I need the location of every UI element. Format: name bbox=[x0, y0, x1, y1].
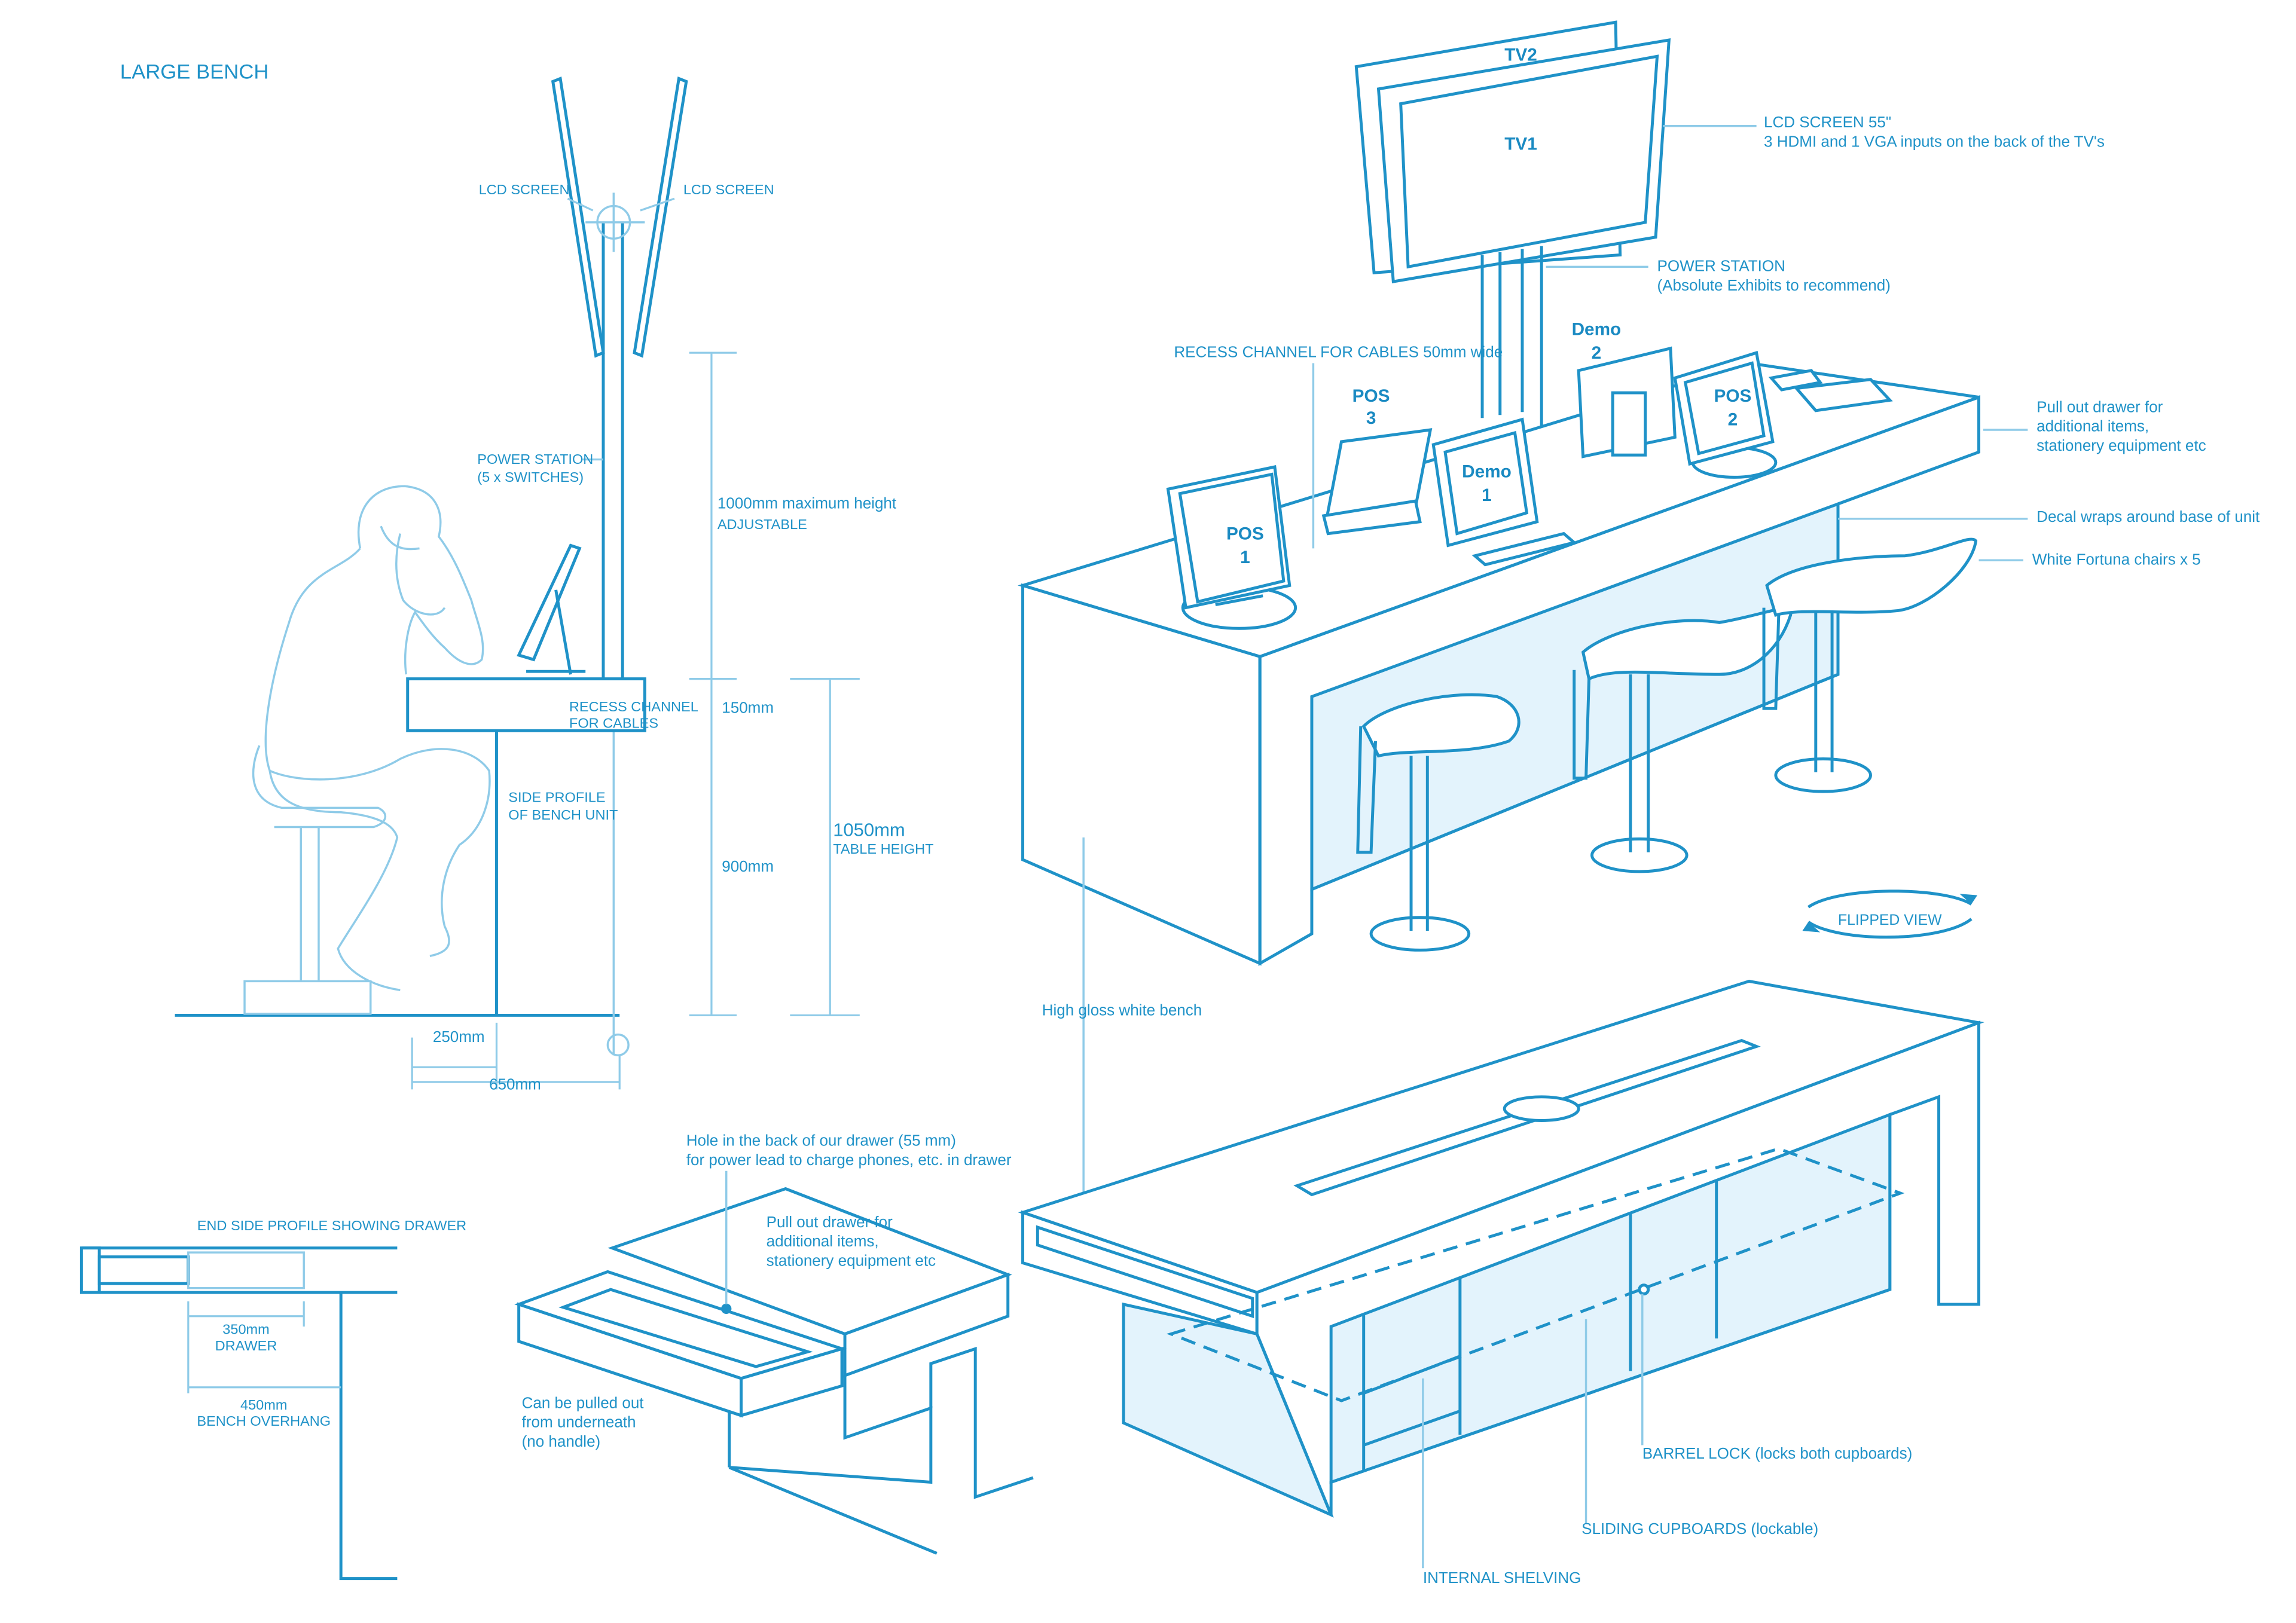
label-tv1: TV1 bbox=[1504, 134, 1537, 154]
label-lcd-screen-left: LCD SCREEN bbox=[479, 182, 570, 197]
label-table-height: TABLE HEIGHT bbox=[833, 841, 933, 857]
label-table-height-value: 1050mm bbox=[833, 819, 905, 840]
label-hole-1: Hole in the back of our drawer (55 mm) bbox=[686, 1132, 956, 1150]
bench-top-profile bbox=[406, 677, 646, 732]
label-dim-650: 650mm bbox=[489, 1075, 541, 1093]
label-demo2-1: Demo bbox=[1572, 319, 1622, 339]
label-power-station-2: (5 x SWITCHES) bbox=[477, 469, 584, 485]
label-recess-channel-50: RECESS CHANNEL FOR CABLES 50mm wide bbox=[1174, 343, 1503, 361]
label-pos2-2: 2 bbox=[1728, 410, 1738, 430]
label-high-gloss: High gloss white bench bbox=[1042, 1001, 1202, 1019]
pos1-terminal bbox=[1166, 465, 1297, 630]
cable-grommet bbox=[1503, 1095, 1580, 1122]
label-pull-out-1: Pull out drawer for bbox=[767, 1213, 893, 1231]
perspective-leaders bbox=[1082, 125, 2028, 1208]
fortuna-chair-3 bbox=[1762, 537, 1978, 793]
tablet-shape bbox=[517, 543, 582, 662]
label-demo1-2: 1 bbox=[1482, 485, 1492, 505]
pos3-terminal bbox=[1321, 428, 1433, 536]
tablet-on-bench bbox=[1793, 378, 1893, 412]
label-dim-150: 150mm bbox=[722, 699, 774, 717]
label-pull-out-drawer-2: additional items, bbox=[2037, 417, 2149, 435]
label-recess-channel-2: FOR CABLES bbox=[569, 715, 658, 730]
label-pull-out-3: stationery equipment etc bbox=[767, 1251, 936, 1269]
flipped-bench-base-end bbox=[1122, 1302, 1334, 1518]
flipped-view: High gloss white bench BARREL LOCK (lock… bbox=[1018, 979, 1984, 1587]
label-lcd-screen-55-2: 3 HDMI and 1 VGA inputs on the back of t… bbox=[1764, 132, 2105, 150]
lcd-screen-right-shape bbox=[633, 76, 688, 358]
dimension-lines-side bbox=[411, 197, 860, 1090]
lcd-screen-left-shape bbox=[551, 76, 605, 358]
label-pulled-out-1: Can be pulled out bbox=[522, 1393, 645, 1411]
label-tv2: TV2 bbox=[1504, 45, 1537, 65]
tv1-shape bbox=[1376, 38, 1671, 283]
stool-profile bbox=[243, 745, 386, 1015]
label-flipped-view: FLIPPED VIEW bbox=[1838, 912, 1942, 928]
label-lcd-screen-right: LCD SCREEN bbox=[683, 182, 774, 197]
flipped-arrow-top bbox=[1807, 890, 1973, 909]
label-sliding-cupboards: SLIDING CUPBOARDS (lockable) bbox=[1581, 1520, 1818, 1538]
label-pull-out-drawer-1: Pull out drawer for bbox=[2037, 398, 2163, 415]
demo1-terminal bbox=[1431, 417, 1577, 567]
label-recess-channel-1: RECESS CHANNEL bbox=[569, 699, 698, 714]
label-adjustable: ADJUSTABLE bbox=[718, 516, 807, 532]
drawer-body-profile bbox=[187, 1251, 305, 1289]
label-pos3-1: POS bbox=[1352, 386, 1390, 406]
label-pos1-2: 1 bbox=[1240, 548, 1250, 567]
label-power-station-tv-2: (Absolute Exhibits to recommend) bbox=[1657, 276, 1891, 294]
cupboard-panel bbox=[1329, 1112, 1892, 1484]
diagram-title: LARGE BENCH bbox=[120, 60, 269, 83]
fortuna-chair-2 bbox=[1573, 607, 1793, 873]
phone-on-bench bbox=[1768, 369, 1823, 392]
label-dim-350: 350mm bbox=[222, 1322, 270, 1337]
label-side-profile-1: SIDE PROFILE bbox=[508, 789, 605, 805]
flipped-leaders bbox=[1422, 1294, 1644, 1569]
side-profile-elevation: LCD SCREEN LCD SCREEN POWER STATION (5 x… bbox=[175, 76, 934, 1093]
label-pulled-out-2: from underneath bbox=[522, 1413, 636, 1431]
label-barrel-lock: BARREL LOCK (locks both cupboards) bbox=[1642, 1444, 1913, 1462]
label-end-side-profile: END SIDE PROFILE SHOWING DRAWER bbox=[197, 1218, 466, 1233]
end-side-drawer-profile: END SIDE PROFILE SHOWING DRAWER 350mm DR… bbox=[80, 1218, 466, 1581]
label-pos3-2: 3 bbox=[1366, 408, 1376, 428]
label-internal-shelving: INTERNAL SHELVING bbox=[1423, 1569, 1581, 1587]
seated-person bbox=[264, 485, 491, 991]
label-decal: Decal wraps around base of unit bbox=[2037, 508, 2260, 525]
label-drawer: DRAWER bbox=[215, 1338, 277, 1353]
label-pull-out-2: additional items, bbox=[767, 1232, 879, 1250]
bench-leg-profile bbox=[339, 1292, 398, 1581]
label-chairs: White Fortuna chairs x 5 bbox=[2032, 551, 2201, 568]
label-demo2-2: 2 bbox=[1592, 343, 1602, 363]
base-marker bbox=[606, 1033, 630, 1057]
label-pulled-out-3: (no handle) bbox=[522, 1432, 601, 1450]
label-pos1-1: POS bbox=[1226, 524, 1264, 544]
label-hole-2: for power lead to charge phones, etc. in… bbox=[686, 1151, 1012, 1169]
label-power-station-1: POWER STATION bbox=[477, 451, 593, 467]
label-pull-out-drawer-3: stationery equipment etc bbox=[2037, 436, 2206, 454]
internal-shelf-dashed bbox=[1166, 1147, 1905, 1402]
flipped-arrow-bottom bbox=[1807, 918, 1973, 939]
label-side-profile-2: OF BENCH UNIT bbox=[508, 807, 618, 823]
label-dim-450: 450mm bbox=[240, 1397, 288, 1413]
drawer-front-profile bbox=[80, 1246, 101, 1294]
label-dim-250: 250mm bbox=[433, 1028, 485, 1046]
label-demo1-1: Demo bbox=[1462, 461, 1512, 481]
barrel-lock-shape bbox=[1638, 1283, 1650, 1296]
drawer-detail: Hole in the back of our drawer (55 mm) f… bbox=[514, 1132, 1034, 1555]
fortuna-chair-1 bbox=[1356, 693, 1521, 952]
label-pos2-1: POS bbox=[1714, 386, 1752, 406]
pos2-terminal bbox=[1673, 350, 1778, 479]
label-dim-900: 900mm bbox=[722, 857, 774, 875]
label-power-station-tv-1: POWER STATION bbox=[1657, 257, 1785, 275]
demo2-terminal bbox=[1577, 346, 1677, 459]
label-max-height: 1000mm maximum height bbox=[718, 494, 897, 512]
power-hole-marker bbox=[721, 1303, 732, 1315]
label-lcd-screen-55-1: LCD SCREEN 55" bbox=[1764, 113, 1891, 131]
perspective-view: TV2 TV1 LCD SCREEN 55" 3 HDMI and 1 VGA … bbox=[1017, 20, 2260, 1208]
label-bench-overhang: BENCH OVERHANG bbox=[197, 1413, 331, 1429]
